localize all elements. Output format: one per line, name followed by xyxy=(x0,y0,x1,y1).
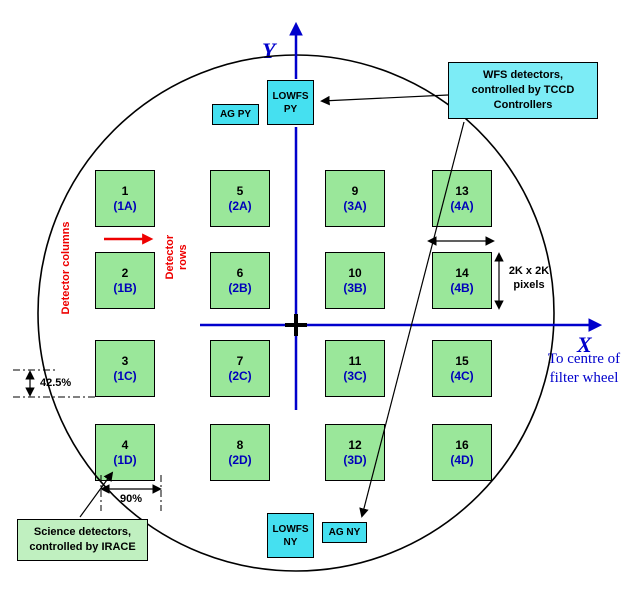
detector-14: 14(4B) xyxy=(432,252,492,309)
detector-number: 16 xyxy=(455,437,469,452)
detector-9: 9(3A) xyxy=(325,170,385,227)
detector-16: 16(4D) xyxy=(432,424,492,481)
detector-number: 8 xyxy=(236,437,244,452)
detector-rows-label: Detector rows xyxy=(163,234,189,280)
detector-columns-label: Detector columns xyxy=(60,221,72,315)
detector-code: (2C) xyxy=(228,368,252,383)
science-note-text: Science detectors, controlled by IRACE xyxy=(29,526,136,553)
detector-code: (1D) xyxy=(113,452,137,467)
lowfs-py-label: LOWFS PY xyxy=(272,90,309,115)
wfs-note-text: WFS detectors, controlled by TCCD Contro… xyxy=(471,69,575,111)
detector-code: (4D) xyxy=(450,452,474,467)
detector-code: (2A) xyxy=(228,198,252,213)
detector-2: 2(1B) xyxy=(95,252,155,309)
y-axis-label: Y xyxy=(262,38,276,63)
detector-code: (2D) xyxy=(228,452,252,467)
detector-13: 13(4A) xyxy=(432,170,492,227)
detector-8: 8(2D) xyxy=(210,424,270,481)
detector-code: (1C) xyxy=(113,368,137,383)
detector-number: 13 xyxy=(455,183,469,198)
detector-number: 3 xyxy=(121,353,129,368)
detector-code: (2B) xyxy=(228,280,252,295)
ag-py-label: AG PY xyxy=(219,109,252,120)
detector-code: (1A) xyxy=(113,198,137,213)
detector-number: 5 xyxy=(236,183,244,198)
detector-number: 6 xyxy=(236,265,244,280)
detector-number: 7 xyxy=(236,353,244,368)
detector-number: 11 xyxy=(348,353,362,368)
detector-code: (3B) xyxy=(343,280,367,295)
detector-number: 4 xyxy=(121,437,129,452)
detector-5: 5(2A) xyxy=(210,170,270,227)
science-note-box: Science detectors, controlled by IRACE xyxy=(17,519,148,561)
detector-7: 7(2C) xyxy=(210,340,270,397)
detector-code: (3D) xyxy=(343,452,367,467)
detector-number: 12 xyxy=(348,437,362,452)
detector-code: (3C) xyxy=(343,368,367,383)
lowfs-py-box: LOWFS PY xyxy=(267,80,314,125)
detector-11: 11(3C) xyxy=(325,340,385,397)
detector-code: (3A) xyxy=(343,198,367,213)
ag-ny-box: AG NY xyxy=(322,522,367,543)
row-gap-label: 42.5% xyxy=(40,377,72,389)
detector-number: 2 xyxy=(121,265,129,280)
detector-code: (1B) xyxy=(113,280,137,295)
detector-number: 10 xyxy=(348,265,362,280)
x-axis-label: X xyxy=(577,332,592,357)
detector-10: 10(3B) xyxy=(325,252,385,309)
detector-6: 6(2B) xyxy=(210,252,270,309)
filter-wheel-note: To centre of filter wheel xyxy=(547,351,621,386)
detector-code: (4A) xyxy=(450,198,474,213)
ag-ny-label: AG NY xyxy=(328,527,361,538)
origin-cross xyxy=(285,314,307,336)
ag-py-box: AG PY xyxy=(212,104,259,125)
wfs-note-box: WFS detectors, controlled by TCCD Contro… xyxy=(448,62,598,119)
detector-code: (4B) xyxy=(450,280,474,295)
detector-15: 15(4C) xyxy=(432,340,492,397)
pixel-size-label: 2K x 2K pixels xyxy=(508,265,550,292)
detector-number: 14 xyxy=(455,265,469,280)
detector-1: 1(1A) xyxy=(95,170,155,227)
detector-number: 1 xyxy=(121,183,129,198)
arrow-wfs-to-lowfs-py xyxy=(320,94,449,106)
detector-code: (4C) xyxy=(450,368,474,383)
detector-number: 9 xyxy=(351,183,359,198)
detector-12: 12(3D) xyxy=(325,424,385,481)
lowfs-ny-label: LOWFS NY xyxy=(272,523,309,548)
detector-4: 4(1D) xyxy=(95,424,155,481)
detector-3: 3(1C) xyxy=(95,340,155,397)
detector-number: 15 xyxy=(455,353,469,368)
lowfs-ny-box: LOWFS NY xyxy=(267,513,314,558)
col-gap-label: 90% xyxy=(119,493,143,505)
